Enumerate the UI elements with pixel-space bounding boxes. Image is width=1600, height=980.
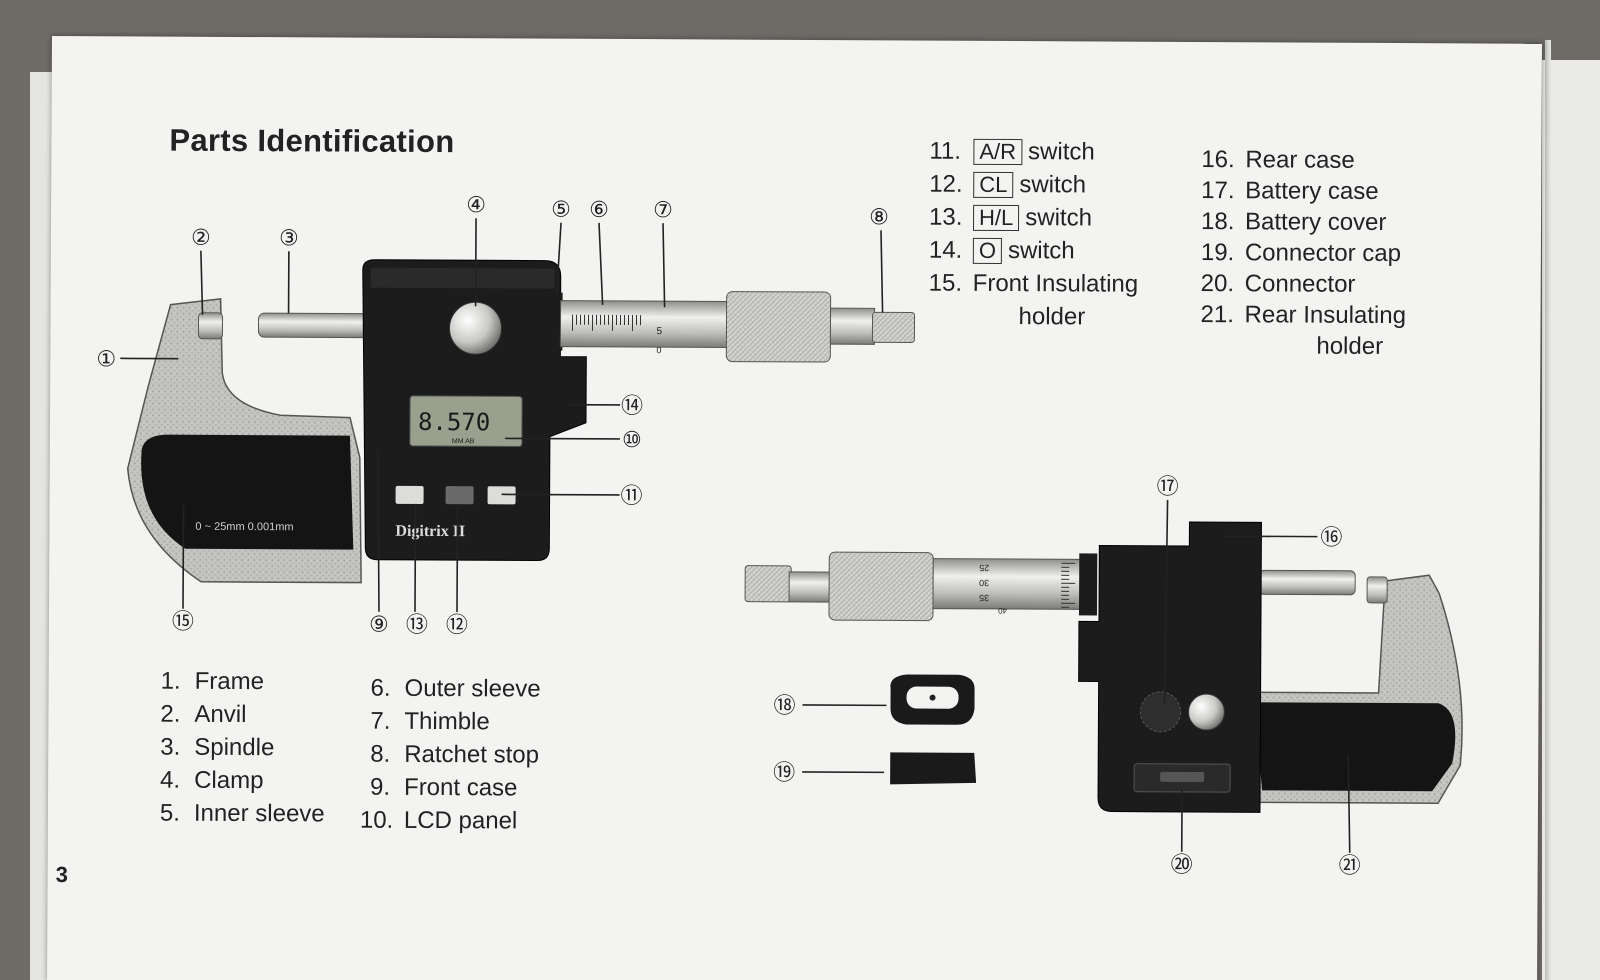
callout-15: ⑮ — [172, 609, 194, 634]
callout-6: ⑥ — [589, 197, 609, 222]
rear-micrometer: 25 30 35 40 — [744, 521, 1463, 813]
range-label: 0 ~ 25mm 0.001mm — [195, 521, 293, 534]
spindle — [257, 312, 370, 339]
callout-12: ⑫ — [446, 612, 468, 637]
next-page-edge — [1542, 60, 1600, 980]
page-number: 3 — [55, 862, 68, 888]
o-key: O — [972, 237, 1003, 264]
list-item: 20.Connector — [1200, 270, 1356, 298]
anvil — [197, 312, 224, 340]
callout-11: ⑪ — [621, 483, 643, 508]
callout-2: ② — [191, 225, 211, 250]
leader-lines — [120, 218, 1351, 853]
list-item: 9.Front case — [369, 773, 518, 802]
ar-switch — [487, 486, 516, 505]
list-item: 4.Clamp — [160, 766, 264, 795]
callout-1: ① — [96, 346, 116, 371]
callout-16: ⑯ — [1320, 525, 1342, 550]
callout-17: ⑰ — [1157, 474, 1179, 499]
rear-insulating-holder — [1254, 702, 1456, 792]
callout-18: ⑱ — [773, 693, 795, 718]
inner-sleeve — [548, 292, 563, 351]
callout-19: ⑲ — [773, 760, 795, 785]
cl-switch — [445, 486, 474, 505]
battery-case — [1139, 691, 1181, 733]
callout-14: ⑭ — [621, 393, 643, 418]
list-item: 18.Battery cover — [1200, 208, 1387, 236]
sleeve-scale-bottom: 0 — [656, 345, 661, 355]
rear-scale-3: 35 — [979, 593, 989, 603]
list-item: 5.Inner sleeve — [159, 799, 325, 828]
front-insulating-holder — [141, 434, 354, 550]
ratchet-stop — [871, 311, 916, 344]
front-micrometer: 0 ~ 25mm 0.001mm 8.570 MM AB Digitrix II — [126, 259, 916, 584]
callout-9: ⑨ — [369, 612, 389, 637]
list-item: 2.Anvil — [160, 700, 247, 729]
rear-scale-4: 40 — [998, 606, 1007, 615]
manual-page: Parts Identification — [47, 36, 1542, 980]
callout-3: ③ — [279, 225, 299, 250]
list-item: 19.Connector cap — [1200, 239, 1402, 268]
thimble — [725, 291, 832, 363]
cl-key: CL — [973, 171, 1014, 199]
list-item: 3.Spindle — [160, 733, 275, 762]
outer-sleeve — [559, 300, 730, 349]
sleeve-scale-top: 5 — [656, 326, 662, 337]
hl-switch — [395, 485, 424, 504]
hl-key: H/L — [972, 204, 1020, 232]
list-item: 17.Battery case — [1201, 177, 1379, 205]
list-item: 7.Thimble — [370, 707, 490, 736]
list-item: 1.Frame — [160, 667, 265, 696]
rear-case — [1078, 521, 1262, 813]
callout-10: ⑩ — [622, 427, 642, 452]
callout-4: ④ — [466, 192, 486, 217]
lcd-value: 8.570 — [418, 408, 490, 436]
lcd-panel — [409, 395, 523, 447]
callout-8: ⑧ — [869, 204, 889, 229]
callout-5: ⑤ — [551, 197, 571, 222]
list-item: 6.Outer sleeve — [370, 674, 541, 703]
parts-list-6-10: 6.Outer sleeve 7.Thimble 8.Ratchet stop … — [360, 672, 541, 838]
callout-21: ㉑ — [1339, 853, 1361, 878]
clamp — [448, 301, 502, 355]
rear-scale-1: 25 — [979, 563, 989, 573]
list-item: 8.Ratchet stop — [370, 740, 540, 769]
parts-list-16-21: 16.Rear case 17.Battery case 18.Battery … — [1200, 144, 1407, 362]
callout-20: ⑳ — [1171, 852, 1193, 877]
callout-7: ⑦ — [653, 197, 673, 222]
brand-label: Digitrix II — [395, 523, 465, 540]
connector-cap — [890, 752, 977, 785]
ar-key: A/R — [973, 138, 1023, 166]
list-item: 16.Rear case — [1201, 146, 1355, 174]
callouts: ① ② ③ ④ ⑤ ⑥ ⑦ ⑧ ⑨ ⑩ ⑪ ⑫ ⑬ ⑭ ⑮ ⑯ ⑰ ⑱ ⑲ ⑳ — [96, 192, 1361, 878]
micrometer-illustration: 0 ~ 25mm 0.001mm 8.570 MM AB Digitrix II — [96, 192, 1463, 878]
rear-scale-2: 30 — [979, 578, 989, 588]
parts-list-1-5: 1.Frame 2.Anvil 3.Spindle 4.Clamp 5.Inne… — [150, 665, 326, 831]
lcd-unit: MM AB — [452, 438, 475, 445]
list-item: 10.LCD panel — [359, 806, 518, 835]
callout-13: ⑬ — [406, 612, 428, 637]
page-fold — [1545, 40, 1551, 980]
